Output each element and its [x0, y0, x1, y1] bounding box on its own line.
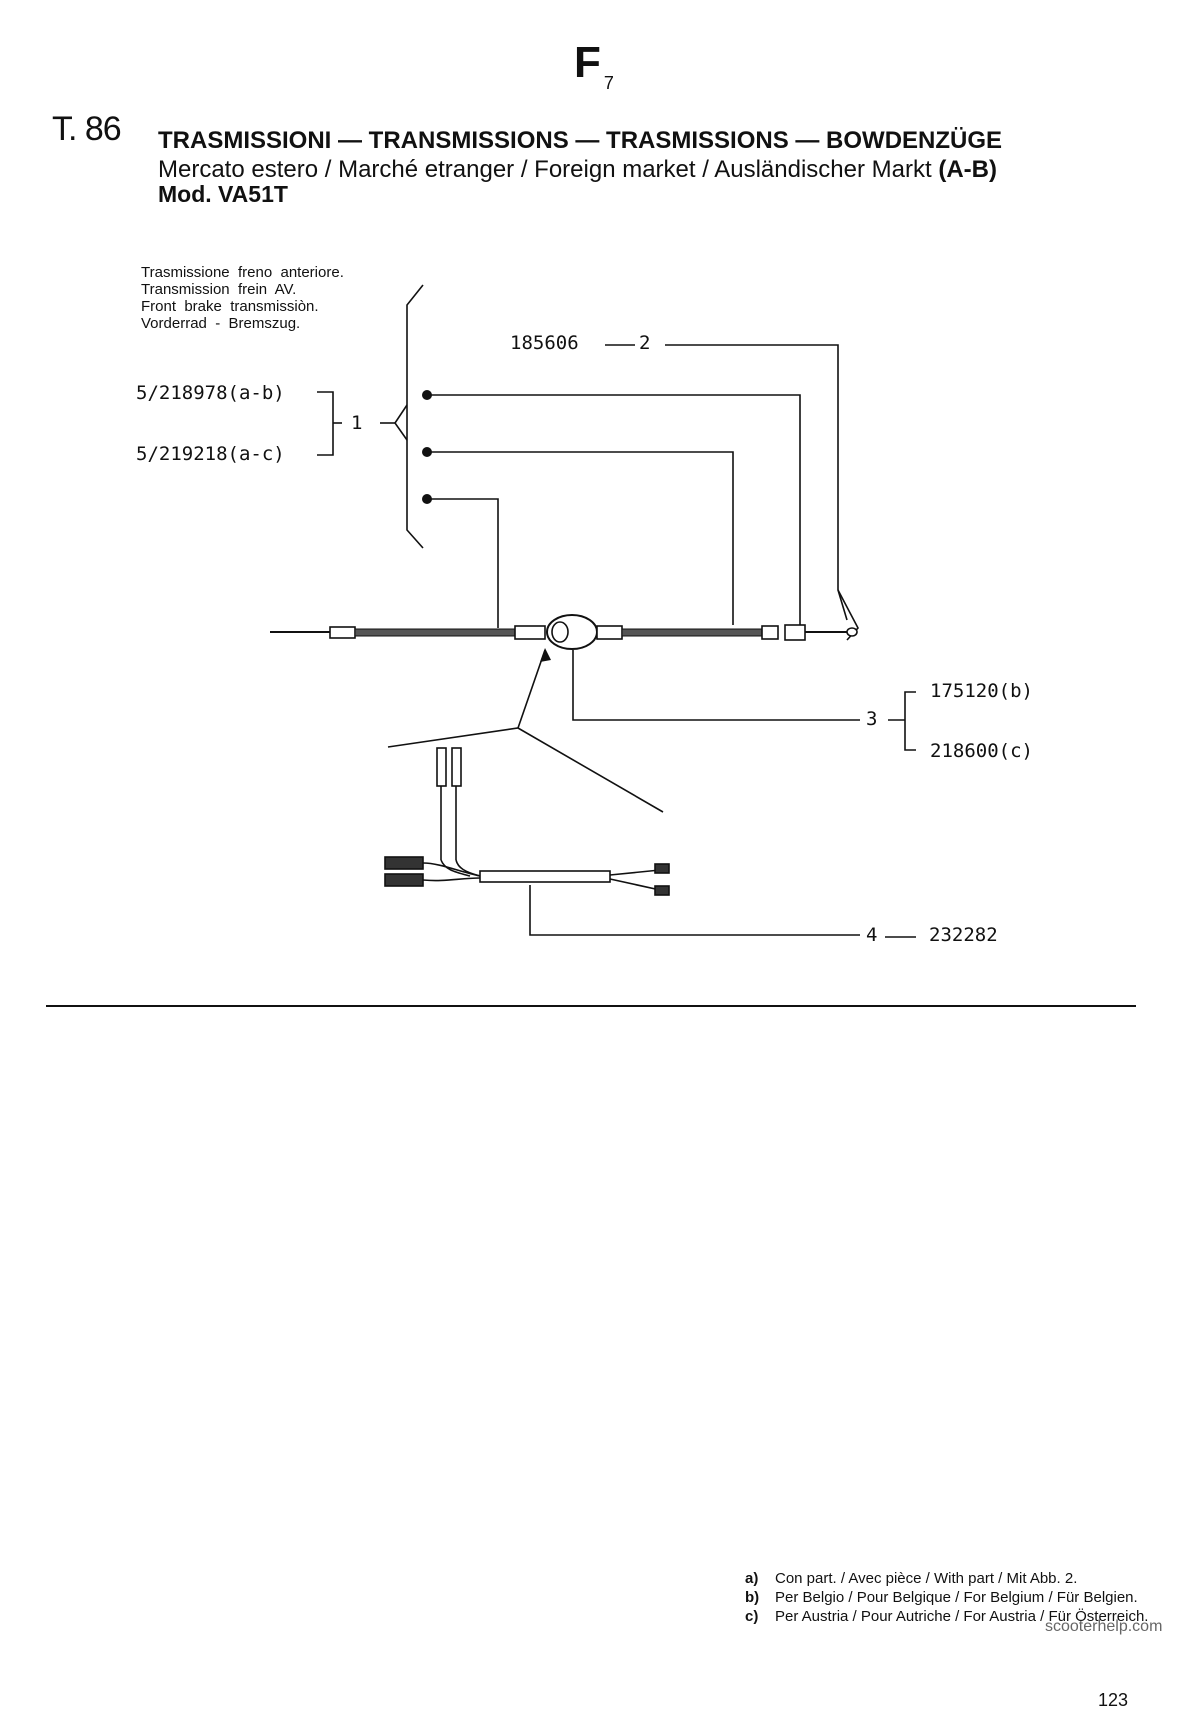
- page-subtitle: Mercato estero / Marché etranger / Forei…: [158, 156, 997, 184]
- brake-cable: [270, 614, 858, 650]
- page-title: TRASMISSIONI — TRANSMISSIONS — TRASMISSI…: [158, 127, 1003, 154]
- section-subscript: 7: [603, 73, 614, 93]
- index-4: 4: [866, 924, 878, 946]
- footnote-a: a) Con part. / Avec pièce / With part / …: [745, 1570, 1078, 1587]
- leader-4: [529, 885, 860, 936]
- model-label: Mod. VA51T: [158, 181, 288, 207]
- table-number: T. 86: [52, 110, 122, 148]
- part-number-5-219218: 5/219218(a-c): [136, 443, 285, 465]
- index-3: 3: [866, 708, 878, 730]
- part1-bracket: [317, 391, 334, 456]
- leader-b: [427, 451, 734, 625]
- part3-bracket: [904, 691, 916, 751]
- market-code: (A-B): [938, 156, 997, 183]
- leader-c: [427, 498, 499, 628]
- page-number: 123: [1098, 1690, 1129, 1710]
- leader-3: [572, 650, 860, 721]
- diagram-caption: Trasmissione freno anteriore. Transmissi…: [141, 264, 344, 332]
- footnote-c: c) Per Austria / Pour Autriche / For Aus…: [745, 1608, 1149, 1625]
- part-number-218600: 218600(c): [930, 740, 1033, 762]
- part-number-185606: 185606: [510, 332, 579, 354]
- index-1: 1: [351, 412, 363, 434]
- part-number-5-218978: 5/218978(a-b): [136, 382, 285, 404]
- footnotes: a) Con part. / Avec pièce / With part / …: [745, 1570, 1165, 1627]
- leader-a: [427, 394, 801, 628]
- section-divider: [46, 1005, 1136, 1007]
- part-number-232282: 232282: [929, 924, 998, 946]
- group-bracket: [406, 284, 424, 549]
- watermark: scooterhelp.com: [1045, 1618, 1163, 1635]
- cable-diagram: [270, 284, 916, 938]
- index-2: 2: [639, 332, 651, 354]
- part-number-175120: 175120(b): [930, 680, 1033, 702]
- wiring-harness: [384, 747, 670, 896]
- market-text: Mercato estero / Marché etranger / Forei…: [158, 156, 932, 183]
- footnote-b: b) Per Belgio / Pour Belgique / For Belg…: [745, 1589, 1138, 1606]
